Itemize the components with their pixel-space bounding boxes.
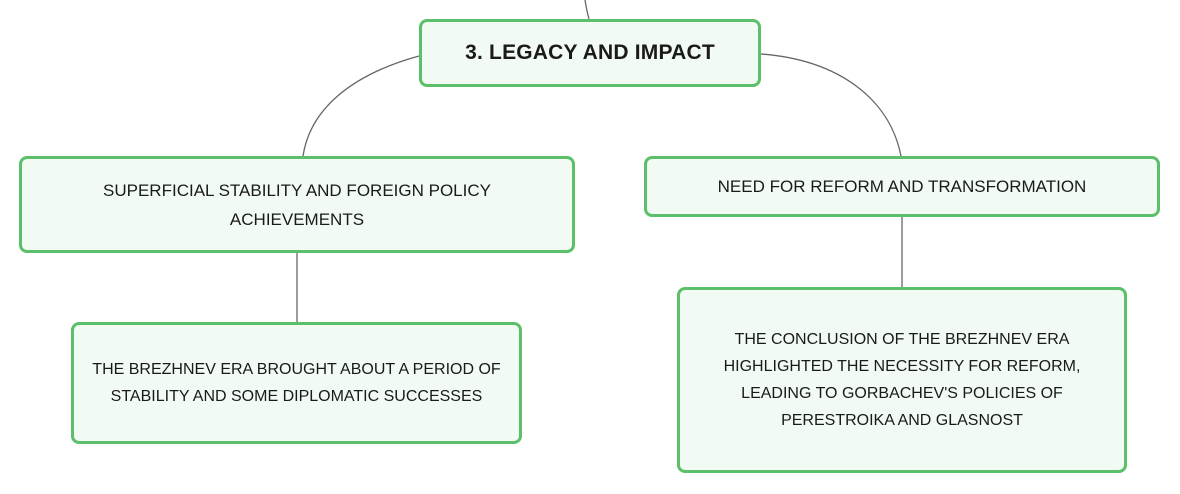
leaf-node-reform-detail[interactable]: THE CONCLUSION OF THE BREZHNEV ERA HIGHL… bbox=[677, 287, 1127, 473]
branch-node-reform-label: NEED FOR REFORM AND TRANSFORMATION bbox=[717, 176, 1087, 196]
leaf-node-stability-detail[interactable]: THE BREZHNEV ERA BROUGHT ABOUT A PERIOD … bbox=[71, 322, 522, 444]
leaf-node-reform-detail-label: THE CONCLUSION OF THE BREZHNEV ERA HIGHL… bbox=[723, 331, 1081, 429]
root-node[interactable]: 3. LEGACY AND IMPACT bbox=[419, 19, 761, 87]
root-node-label: 3. LEGACY AND IMPACT bbox=[465, 41, 715, 64]
leaf-node-stability-detail-label: THE BREZHNEV ERA BROUGHT ABOUT A PERIOD … bbox=[92, 361, 501, 405]
connector-root-to-right-branch bbox=[760, 53, 902, 157]
connector-from-parent bbox=[584, 0, 590, 20]
branch-node-stability[interactable]: SUPERFICIAL STABILITY AND FOREIGN POLICY… bbox=[19, 156, 575, 253]
connector-root-to-left-branch bbox=[302, 55, 420, 157]
branch-node-reform[interactable]: NEED FOR REFORM AND TRANSFORMATION bbox=[644, 156, 1160, 217]
branch-node-stability-label: SUPERFICIAL STABILITY AND FOREIGN POLICY… bbox=[103, 180, 491, 229]
